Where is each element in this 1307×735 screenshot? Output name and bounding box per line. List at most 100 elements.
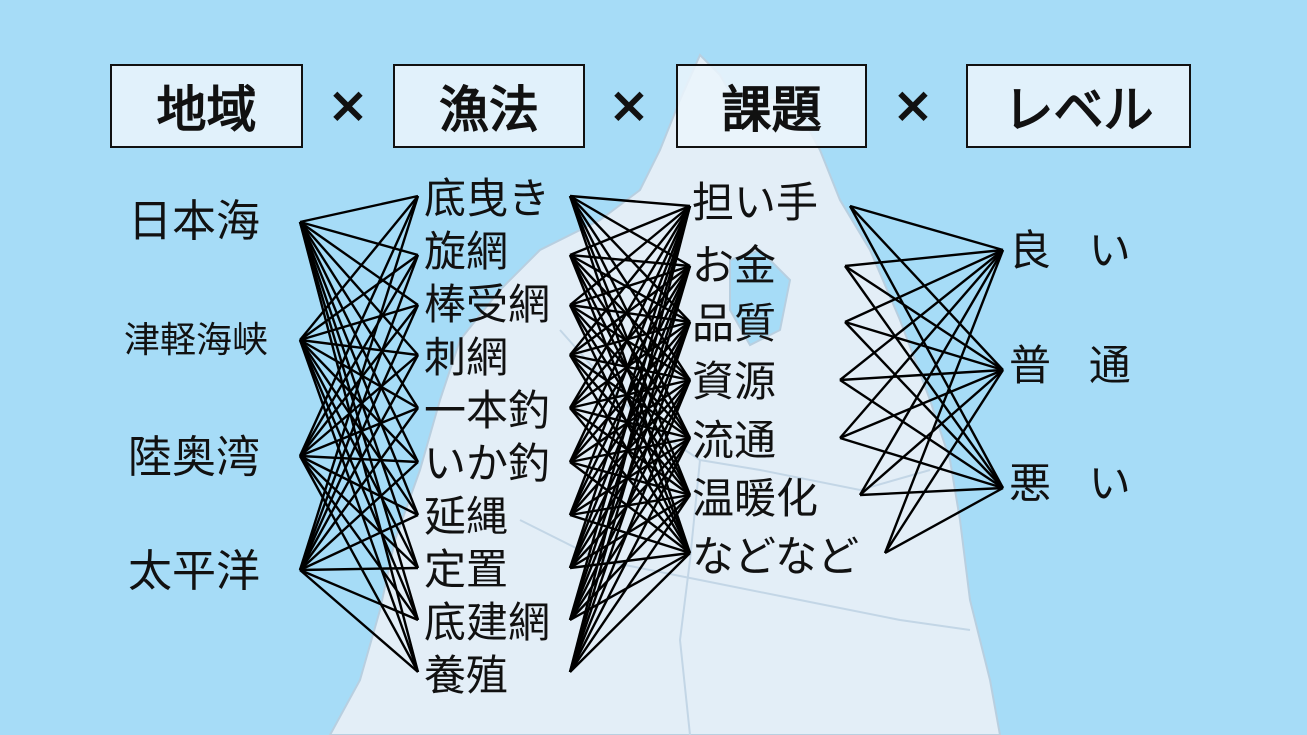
connection-line [299, 338, 419, 357]
connection-line [298, 354, 420, 571]
connection-line [569, 194, 691, 208]
connection-line [844, 248, 1004, 268]
connection-line [298, 221, 420, 463]
issue-label: 資源 [692, 357, 777, 406]
connection-line [569, 353, 691, 382]
header-label: レベル [1003, 81, 1154, 139]
connection-line [569, 204, 691, 257]
connection-line [298, 221, 420, 621]
connection-line [569, 205, 691, 306]
header-box-issue: 課題 [676, 64, 867, 148]
multiply-sign: × [327, 76, 369, 134]
connection-line [299, 338, 419, 410]
issue-label: 担い手 [692, 178, 819, 227]
connection-line [569, 407, 691, 496]
connection-line [298, 221, 420, 673]
issue-label: などなど [692, 532, 860, 581]
connection-line [568, 254, 692, 496]
connection-line [299, 354, 419, 457]
prefecture-border [559, 329, 931, 492]
method-label: 延縄 [424, 492, 509, 541]
connection-line [569, 265, 691, 409]
connection-line [568, 265, 692, 673]
prefecture-border [519, 519, 971, 631]
connection-line [568, 321, 692, 673]
connection-line [299, 566, 419, 572]
connection-line [884, 486, 1004, 555]
connection-line [299, 455, 419, 569]
method-label: 定置 [424, 545, 509, 594]
connection-line [298, 221, 420, 516]
connection-line [299, 569, 419, 673]
method-label: 養殖 [424, 651, 509, 700]
connection-line [569, 354, 691, 439]
header-box-level: レベル [966, 64, 1191, 148]
connection-line [299, 254, 419, 341]
connection-line [844, 320, 1004, 372]
connection-line [298, 304, 420, 571]
connection-line [299, 455, 419, 621]
method-label: 底建網 [424, 598, 551, 647]
issue-label: 温暖化 [692, 474, 819, 523]
connection-line [299, 221, 419, 306]
connection-line [569, 552, 691, 673]
connection-line [298, 339, 420, 673]
connection-line [298, 254, 420, 457]
connection-line [298, 195, 420, 571]
multiply-sign: × [892, 76, 934, 134]
level-label: 良い [1009, 226, 1169, 275]
connection-line [568, 304, 692, 496]
connection-line [568, 354, 692, 554]
connection-line [569, 407, 691, 554]
header-box-region: 地域 [110, 64, 303, 148]
header-label: 漁法 [439, 81, 539, 139]
connection-line [839, 249, 1004, 381]
method-label: いか釣 [424, 439, 551, 488]
header-box-method: 漁法 [393, 64, 585, 148]
region-label: 陸奥湾 [128, 432, 260, 483]
level-label: 悪い [1009, 459, 1169, 508]
connection-line [568, 379, 692, 673]
method-label: 旋網 [424, 227, 509, 276]
connection-line [569, 436, 691, 517]
connection-line [569, 379, 691, 463]
region-label: 津軽海峡 [124, 320, 269, 361]
header-label: 課題 [721, 81, 822, 139]
connection-line [299, 339, 419, 516]
connection-line [299, 221, 419, 356]
connection-line [298, 339, 420, 569]
connection-line [569, 551, 691, 622]
connection-line [299, 454, 419, 517]
connection-line [844, 321, 1004, 489]
connection-line [569, 253, 691, 324]
connection-line [568, 205, 692, 409]
bay [729, 248, 792, 347]
connection-line [568, 254, 692, 439]
method-label: 一本釣 [424, 386, 551, 435]
connection-line [859, 486, 1004, 497]
issue-label: 流通 [692, 416, 777, 465]
connection-line [839, 378, 1004, 490]
connection-line [299, 513, 419, 572]
connection-line [568, 205, 692, 673]
connection-line [883, 249, 1005, 554]
connection-line [299, 454, 419, 464]
connection-line [569, 513, 691, 555]
method-label: 底曳き [424, 174, 551, 223]
connection-line [299, 194, 419, 224]
connection-line [844, 264, 1004, 372]
connection-line [568, 254, 692, 554]
connection-line [569, 461, 691, 554]
connection-line [849, 205, 1004, 371]
connection-line [569, 254, 691, 381]
connection-line [569, 378, 691, 410]
connection-line [569, 205, 691, 356]
connection-line [298, 339, 420, 621]
connection-line [569, 494, 691, 673]
connection-line [569, 493, 691, 570]
connection-line [844, 248, 1004, 324]
connection-line [298, 221, 420, 569]
connection-line [839, 368, 1004, 440]
connection-line [569, 437, 691, 569]
